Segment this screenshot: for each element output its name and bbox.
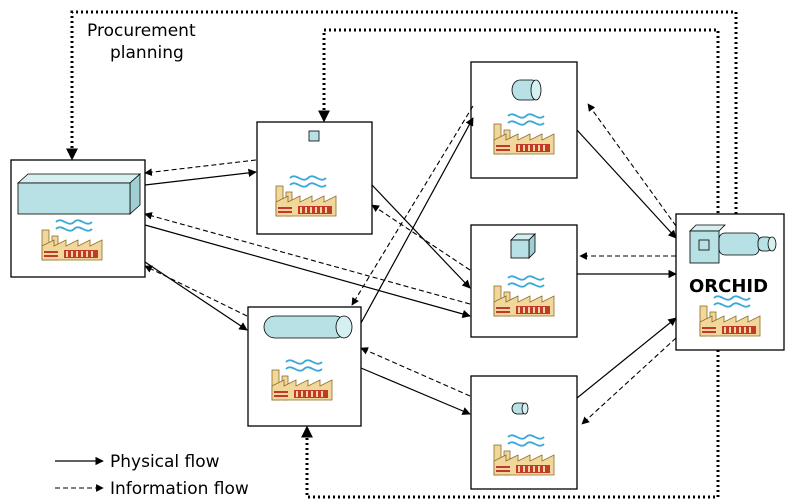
long-box-product-icon	[16, 173, 142, 215]
legend-physical-label: Physical flow	[110, 452, 220, 472]
node-component-cube	[470, 224, 578, 338]
small-square-product-icon	[308, 130, 320, 142]
procurement-planning-label-line2: planning	[110, 43, 184, 63]
orchid-product-icon	[689, 224, 777, 264]
cube-product-icon	[510, 233, 536, 259]
small-cylinder-product-icon	[511, 402, 529, 415]
node-component-small-cylinder	[470, 375, 578, 490]
legend: Physical flow Information flow	[55, 452, 249, 499]
cylinder-product-icon	[511, 79, 542, 101]
node-orchid: ORCHID	[675, 213, 785, 351]
information-flows	[144, 103, 677, 425]
long-cylinder-product-icon	[263, 315, 353, 339]
node-supplier-small-square	[256, 121, 373, 235]
procurement-planning-loops	[66, 10, 738, 499]
physical-flows	[144, 117, 677, 415]
node-warehouse	[10, 159, 146, 278]
legend-information-label: Information flow	[110, 479, 249, 499]
node-component-cylinder	[470, 61, 578, 179]
node-supplier-tube	[247, 306, 362, 427]
orchid-label: ORCHID	[689, 276, 768, 297]
procurement-planning-label-line1: Procurement	[87, 21, 196, 41]
